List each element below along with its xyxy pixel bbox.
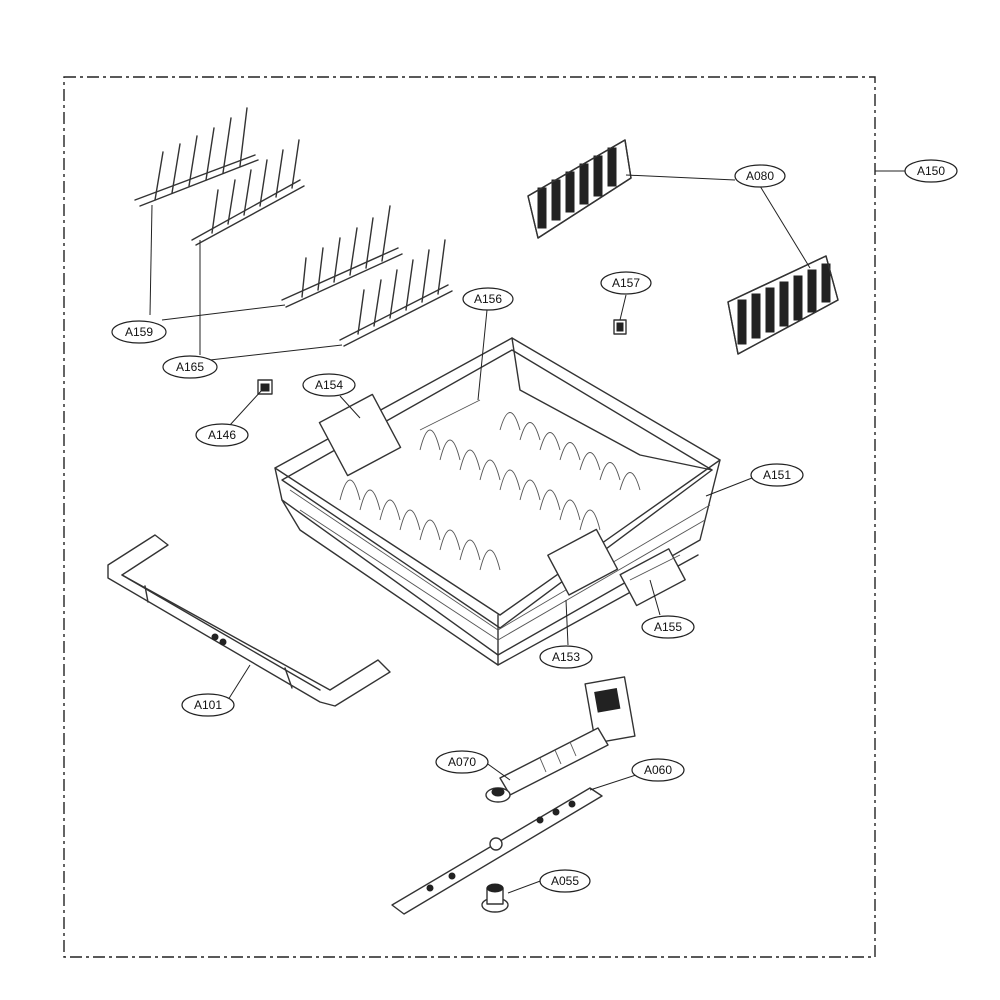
callout-a150-label: A150	[917, 164, 945, 178]
callout-a146: A146	[195, 423, 249, 447]
cutlery-holder-top	[527, 139, 632, 239]
callout-a157-label: A157	[612, 276, 640, 290]
callout-a146-label: A146	[208, 428, 236, 442]
callout-a055-label: A055	[551, 874, 579, 888]
callout-a165-label: A165	[176, 360, 204, 374]
callout-a159: A159	[111, 320, 167, 344]
callout-a070-label: A070	[448, 755, 476, 769]
callout-a080: A080	[734, 164, 786, 188]
clip-a157	[613, 319, 627, 335]
callout-a154-label: A154	[315, 378, 343, 392]
callout-a155: A155	[641, 615, 695, 639]
callout-a153-label: A153	[552, 650, 580, 664]
leader-lines	[149, 170, 905, 894]
callout-a070: A070	[435, 750, 489, 774]
basket-handle	[107, 534, 391, 707]
assembly-boundary	[63, 76, 876, 958]
tine-rack-upper-left	[134, 107, 259, 207]
callout-a155-label: A155	[654, 620, 682, 634]
tine-rack-lower-left	[281, 205, 403, 308]
callout-a151-label: A151	[763, 468, 791, 482]
callout-a156-label: A156	[474, 292, 502, 306]
callout-a101-label: A101	[194, 698, 222, 712]
callout-a157: A157	[600, 271, 652, 295]
callout-a080-label: A080	[746, 169, 774, 183]
callout-a055: A055	[539, 869, 591, 893]
spray-arm-hub	[485, 787, 511, 803]
callout-a151: A151	[750, 463, 804, 487]
callout-a060: A060	[631, 758, 685, 782]
callout-a153: A153	[539, 645, 593, 669]
callout-a150: A150	[904, 159, 958, 183]
tine-rack-lower-right	[339, 239, 453, 347]
callout-a156: A156	[462, 287, 514, 311]
spray-arm-nut	[481, 883, 509, 913]
dish-basket	[274, 337, 721, 666]
callout-a165: A165	[162, 355, 218, 379]
spray-arm-pipe	[499, 676, 636, 796]
callout-a159-label: A159	[125, 325, 153, 339]
tine-rack-upper-right	[191, 139, 305, 246]
cutlery-holder-bottom	[727, 255, 839, 355]
lower-spray-arm	[391, 787, 603, 915]
callout-a101: A101	[181, 693, 235, 717]
callout-a060-label: A060	[644, 763, 672, 777]
callout-a154: A154	[302, 373, 356, 397]
